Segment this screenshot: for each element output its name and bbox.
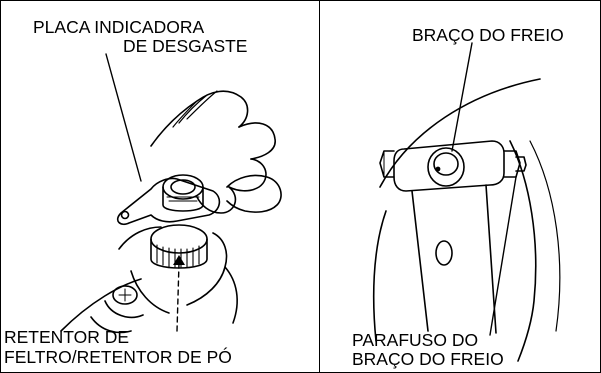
label-wear-indicator-line2: DE DESGASTE [123,36,248,56]
label-felt-seal-line2: FELTRO/RETENTOR DE PÓ [4,347,232,367]
label-wear-indicator-line1: PLACA INDICADORA [33,17,205,37]
label-brake-arm-bolt-line2: BRAÇO DO FREIO [352,349,504,369]
brake-arm-illustration [372,42,561,362]
label-felt-seal-line1: RETENTOR DE [4,327,130,347]
left-panel-wear-indicator: PLACA INDICADORA DE DESGASTE RETENTOR DE… [1,1,319,372]
wear-indicator-illustration [60,53,282,334]
panel-divider [319,1,320,372]
label-brake-arm-bolt-line1: PARAFUSO DO [352,330,479,350]
label-brake-arm: BRAÇO DO FREIO [412,25,564,45]
right-panel-brake-arm: BRAÇO DO FREIO PARAFUSO DO BRAÇO DO FREI… [320,1,600,372]
